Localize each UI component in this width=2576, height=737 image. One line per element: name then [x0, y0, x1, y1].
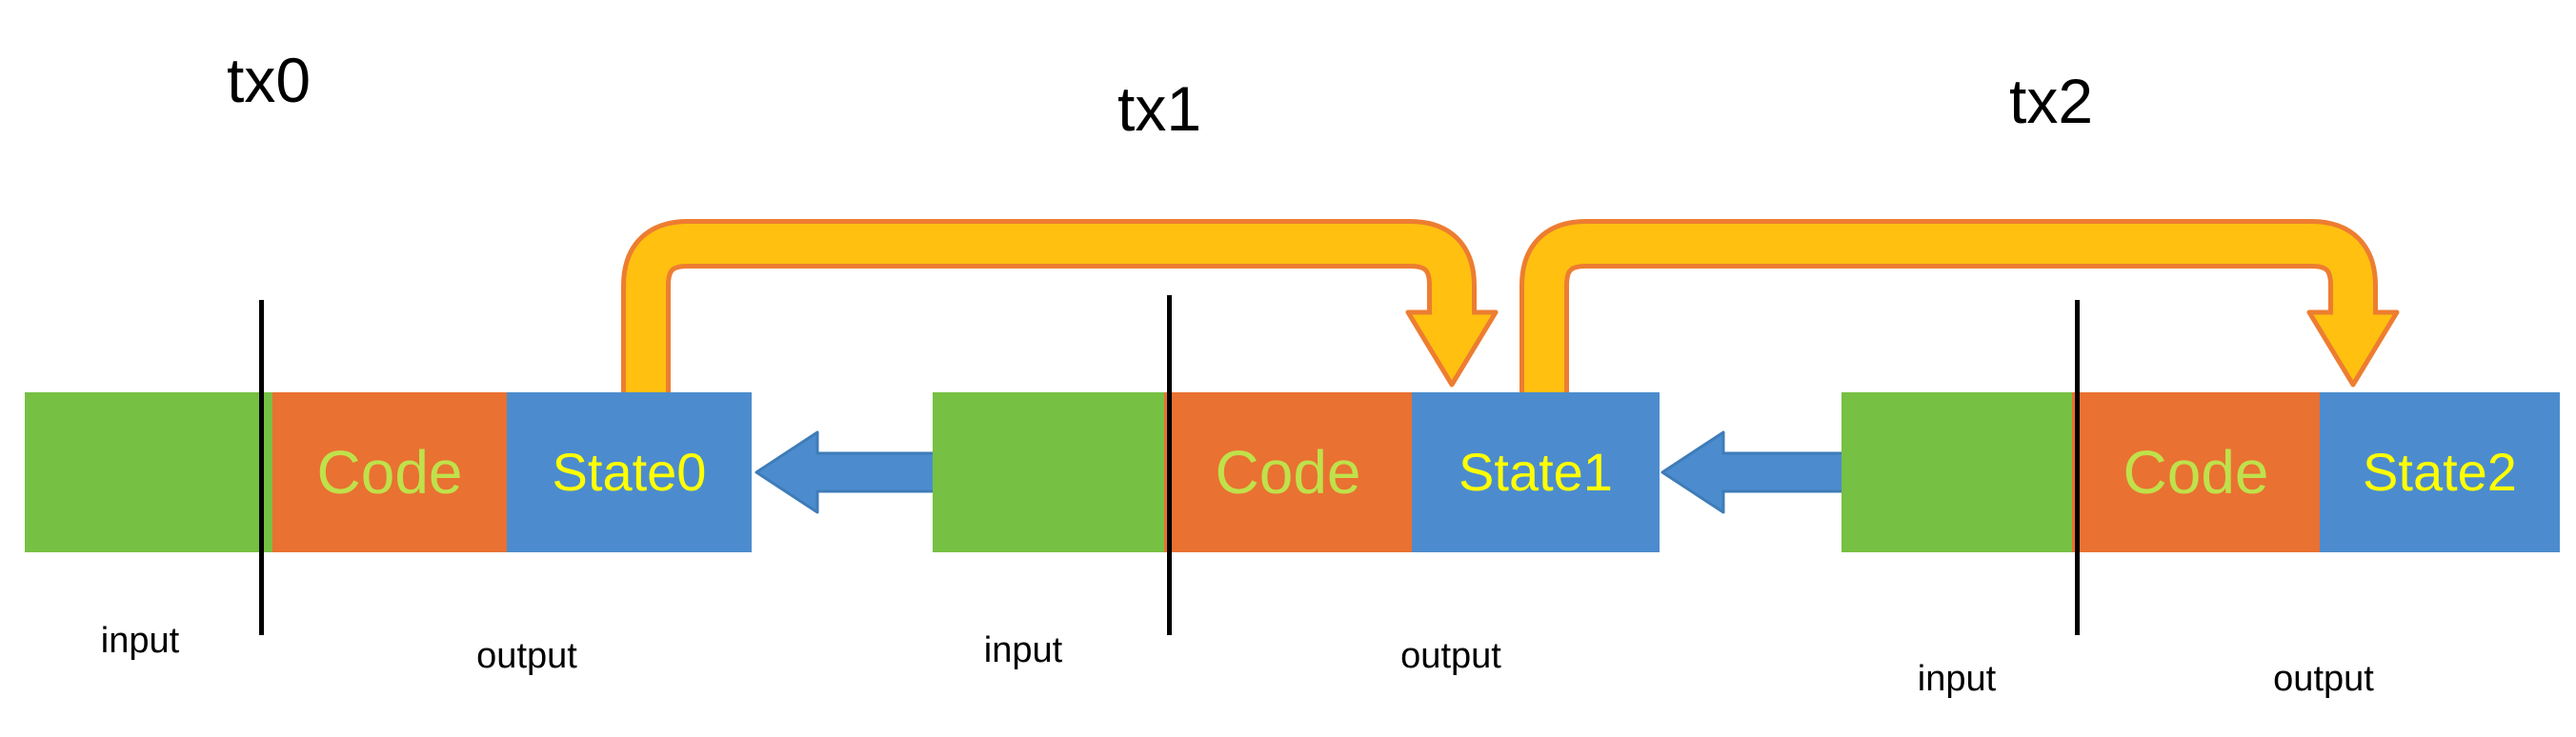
- tx1-state-label: State1: [1459, 442, 1613, 502]
- state-carry-arrow-1-to-2: [1519, 219, 2400, 400]
- tx1-input-box: [933, 392, 1164, 552]
- tx1-input-label: input: [983, 630, 1063, 670]
- state-carry-arrow-0-to-1: [621, 219, 1499, 400]
- tx1-code-label: Code: [1215, 438, 1361, 507]
- tx0-title: tx0: [226, 45, 312, 115]
- tx0-input-label: input: [100, 621, 180, 661]
- state-carry-arrow-1-arrowhead-icon: [2306, 309, 2400, 388]
- tx0-state-box: State0: [507, 392, 752, 552]
- tx1-title: tx1: [1117, 73, 1202, 144]
- tx0-code-label: Code: [316, 438, 463, 507]
- tx2-code-label: Code: [2123, 438, 2269, 507]
- tx2-code-box: Code: [2072, 392, 2320, 552]
- tx0-state-label: State0: [552, 442, 707, 502]
- tx2-input-box: [1841, 392, 2072, 552]
- tx2-output-label: output: [2273, 659, 2374, 699]
- back-reference-arrow-2-icon: [1660, 430, 1845, 514]
- tx1-code-box: Code: [1164, 392, 1412, 552]
- tx1-state-box: State1: [1412, 392, 1660, 552]
- tx1-output-label: output: [1400, 636, 1501, 676]
- tx2-input-label: input: [1917, 659, 1997, 699]
- back-reference-arrow-1-icon: [755, 430, 937, 514]
- tx0-input-box: [25, 392, 272, 552]
- state-carry-arrow-0-outline: [621, 219, 1477, 400]
- state-carry-arrow-0-arrowhead-icon: [1405, 309, 1499, 388]
- tx0-input-output-divider: [259, 300, 264, 635]
- tx1-input-output-divider: [1167, 295, 1172, 635]
- tx0-code-box: Code: [272, 392, 507, 552]
- tx2-state-box: State2: [2320, 392, 2560, 552]
- tx2-state-label: State2: [2363, 442, 2517, 502]
- state-carry-arrow-1-body: [1524, 224, 2373, 400]
- tx2-input-output-divider: [2075, 300, 2080, 635]
- tx2-title: tx2: [2008, 66, 2094, 136]
- tx0-output-label: output: [476, 636, 577, 676]
- state-carry-arrow-0-body: [626, 224, 1472, 400]
- state-carry-arrow-1-outline: [1519, 219, 2378, 400]
